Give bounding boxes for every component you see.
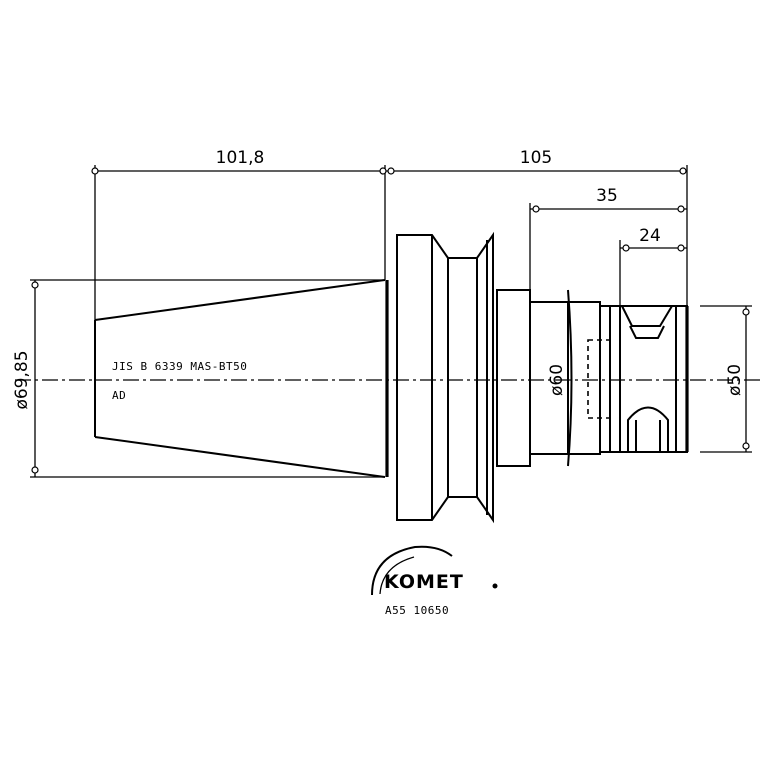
dim-flange-diameter: ø69,85 xyxy=(12,350,32,409)
drive-slot xyxy=(619,305,689,452)
dim-bore-diameter: ø50 xyxy=(725,364,745,396)
flange xyxy=(396,231,494,524)
dim-body-diameter: ø60 xyxy=(547,364,567,396)
taper-shank xyxy=(94,279,389,478)
dim-overall-length: 105 xyxy=(520,148,552,168)
dim-bore-depth: 35 xyxy=(596,186,618,206)
hidden-screw xyxy=(587,339,611,419)
form-note: AD xyxy=(112,389,126,402)
dim-slot-width: 24 xyxy=(639,226,661,246)
body xyxy=(496,289,688,467)
komet-logo: KOMET xyxy=(371,545,498,596)
logo-brand: KOMET xyxy=(384,571,464,593)
part-number: A55 10650 xyxy=(385,604,449,617)
extension-lines xyxy=(30,165,752,478)
standard-note: JIS B 6339 MAS-BT50 xyxy=(112,360,247,373)
dim-taper-length: 101,8 xyxy=(216,148,265,168)
dimension-lines xyxy=(31,167,750,477)
